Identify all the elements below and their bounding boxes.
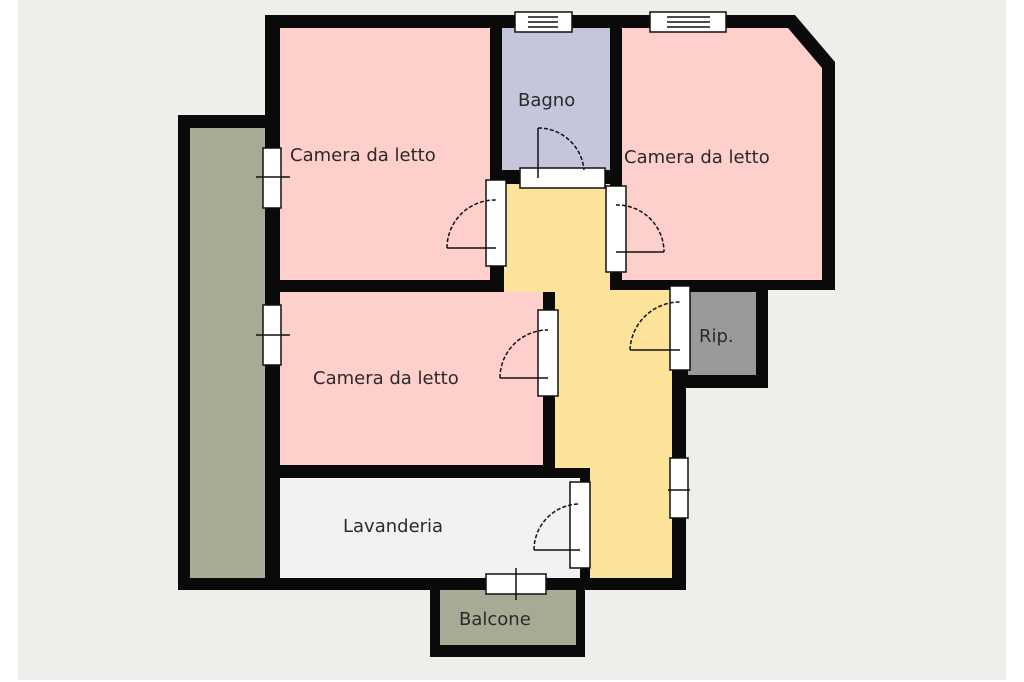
- room-corridor: [504, 184, 672, 578]
- room-bedroom-3: [280, 292, 543, 465]
- window-bedroom-2: [649, 11, 727, 33]
- window-balcony: [485, 568, 547, 600]
- room-laundry: [280, 478, 580, 578]
- room-bedroom-2: [622, 28, 822, 280]
- label-bedroom-2: Camera da letto: [624, 147, 770, 168]
- label-bedroom-1: Camera da letto: [290, 145, 436, 166]
- label-storage: Rip.: [699, 326, 734, 347]
- window-bedroom-1: [256, 147, 290, 209]
- label-bedroom-3: Camera da letto: [313, 368, 459, 389]
- room-storage: [688, 292, 756, 375]
- side-balcony: [190, 128, 265, 578]
- door-laundry[interactable]: [533, 481, 591, 569]
- window-bedroom-3: [256, 304, 290, 366]
- door-storage[interactable]: [629, 285, 691, 371]
- room-bedroom-1: [280, 28, 490, 280]
- window-bathroom: [514, 11, 573, 33]
- label-bathroom: Bagno: [518, 90, 575, 111]
- door-bedroom-2[interactable]: [605, 185, 665, 273]
- room-bathroom: [502, 28, 610, 170]
- window-corridor: [668, 457, 690, 519]
- door-bathroom[interactable]: [519, 127, 606, 189]
- door-bedroom-3[interactable]: [499, 309, 559, 397]
- room-balcony: [440, 590, 576, 645]
- label-laundry: Lavanderia: [343, 516, 443, 537]
- label-balcony: Balcone: [459, 609, 531, 630]
- door-bedroom-1[interactable]: [446, 179, 507, 267]
